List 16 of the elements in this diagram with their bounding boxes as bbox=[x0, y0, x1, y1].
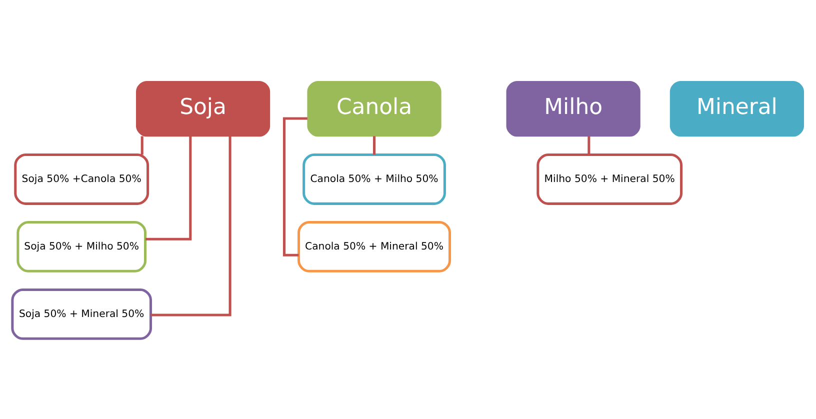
connector bbox=[588, 136, 590, 154]
connector bbox=[373, 136, 376, 154]
node-box: Canola 50% + Mineral 50% bbox=[298, 220, 452, 272]
connector bbox=[150, 136, 232, 316]
node-box: Milho bbox=[506, 80, 640, 136]
node-box: Canola bbox=[307, 80, 442, 136]
connector bbox=[140, 136, 144, 154]
node-box: Soja 50% + Milho 50% bbox=[16, 220, 147, 272]
node-box: Soja 50% + Mineral 50% bbox=[11, 288, 152, 340]
node-box: Soja bbox=[136, 80, 270, 136]
node-box: Milho 50% + Mineral 50% bbox=[536, 153, 683, 204]
connector bbox=[282, 116, 308, 256]
node-box: Canola 50% + Milho 50% bbox=[302, 153, 446, 204]
node-box: Mineral bbox=[670, 80, 804, 136]
node-box: Soja 50% +Canola 50% bbox=[14, 153, 150, 204]
connector bbox=[146, 136, 192, 240]
